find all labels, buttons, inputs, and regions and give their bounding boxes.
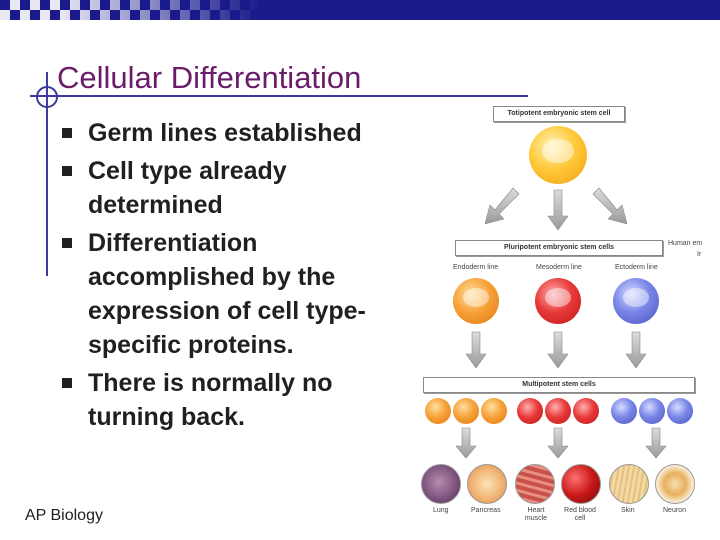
arrow-icon bbox=[455, 427, 477, 459]
horizontal-rule bbox=[30, 95, 528, 97]
multipotent-cell-icon bbox=[517, 398, 543, 424]
skin-tissue-icon bbox=[609, 464, 649, 504]
tissue-label: Neuron bbox=[663, 507, 686, 514]
arrow-icon bbox=[625, 331, 647, 369]
stem-cell-diagram: Totipotent embryonic stem cell Pluripote… bbox=[415, 100, 720, 530]
multipotent-cell-icon bbox=[425, 398, 451, 424]
ectoderm-label: Ectoderm line bbox=[615, 264, 658, 271]
arrow-icon bbox=[645, 427, 667, 459]
bullet-square-icon bbox=[62, 166, 72, 176]
footer-label: AP Biology bbox=[25, 507, 103, 524]
bullet-item: Germ lines established bbox=[60, 116, 410, 150]
totipotent-label: Totipotent embryonic stem cell bbox=[493, 106, 625, 122]
arrow-icon bbox=[592, 187, 628, 225]
bullet-square-icon bbox=[62, 128, 72, 138]
bullet-item: There is normally no turning back. bbox=[60, 366, 410, 434]
vertical-rule bbox=[46, 72, 48, 276]
top-banner bbox=[0, 0, 720, 20]
arrow-icon bbox=[547, 427, 569, 459]
bullet-text: Differentiation accomplished by the expr… bbox=[88, 229, 366, 359]
pancreas-tissue-icon bbox=[467, 464, 507, 504]
bullet-item: Differentiation accomplished by the expr… bbox=[60, 226, 410, 362]
side-label-2: Ir bbox=[697, 251, 702, 258]
endoderm-cell-icon bbox=[453, 278, 499, 324]
checker-pattern bbox=[0, 0, 720, 20]
tissue-label: Skin bbox=[621, 507, 635, 514]
multipotent-label: Multipotent stem cells bbox=[423, 377, 695, 393]
arrow-icon bbox=[547, 189, 569, 231]
ectoderm-cell-icon bbox=[613, 278, 659, 324]
tissue-label: Lung bbox=[433, 507, 449, 514]
arrow-icon bbox=[547, 331, 569, 369]
multipotent-cell-icon bbox=[481, 398, 507, 424]
tissue-label: Red blood cell bbox=[564, 507, 596, 522]
endoderm-label: Endoderm line bbox=[453, 264, 499, 271]
multipotent-cell-icon bbox=[639, 398, 665, 424]
multipotent-cell-icon bbox=[453, 398, 479, 424]
tissue-label: Pancreas bbox=[471, 507, 501, 514]
arrow-icon bbox=[465, 331, 487, 369]
lung-tissue-icon bbox=[421, 464, 461, 504]
heart-muscle-tissue-icon bbox=[515, 464, 555, 504]
arrow-icon bbox=[484, 187, 520, 225]
pluripotent-label: Pluripotent embryonic stem cells bbox=[455, 240, 663, 256]
bullet-list: Germ lines established Cell type already… bbox=[60, 116, 410, 438]
mesoderm-label: Mesoderm line bbox=[536, 264, 582, 271]
bullet-text: Germ lines established bbox=[88, 119, 362, 147]
diagram-arrows bbox=[455, 187, 667, 459]
side-label: Human em bbox=[668, 240, 703, 247]
neuron-tissue-icon bbox=[655, 464, 695, 504]
multipotent-cell-icon bbox=[545, 398, 571, 424]
bullet-text: There is normally no turning back. bbox=[88, 369, 333, 431]
tissue-label: Heart muscle bbox=[524, 507, 548, 522]
multipotent-cell-icon bbox=[611, 398, 637, 424]
bullet-text: Cell type already determined bbox=[88, 157, 287, 219]
multipotent-cell-icon bbox=[573, 398, 599, 424]
multipotent-cell-icon bbox=[667, 398, 693, 424]
bullet-square-icon bbox=[62, 378, 72, 388]
bullet-square-icon bbox=[62, 238, 72, 248]
mesoderm-cell-icon bbox=[535, 278, 581, 324]
totipotent-cell-icon bbox=[529, 126, 587, 184]
red-blood-cell-tissue-icon bbox=[561, 464, 601, 504]
slide-title: Cellular Differentiation bbox=[57, 60, 362, 95]
crosshair-ornament bbox=[36, 86, 58, 108]
bullet-item: Cell type already determined bbox=[60, 154, 410, 222]
